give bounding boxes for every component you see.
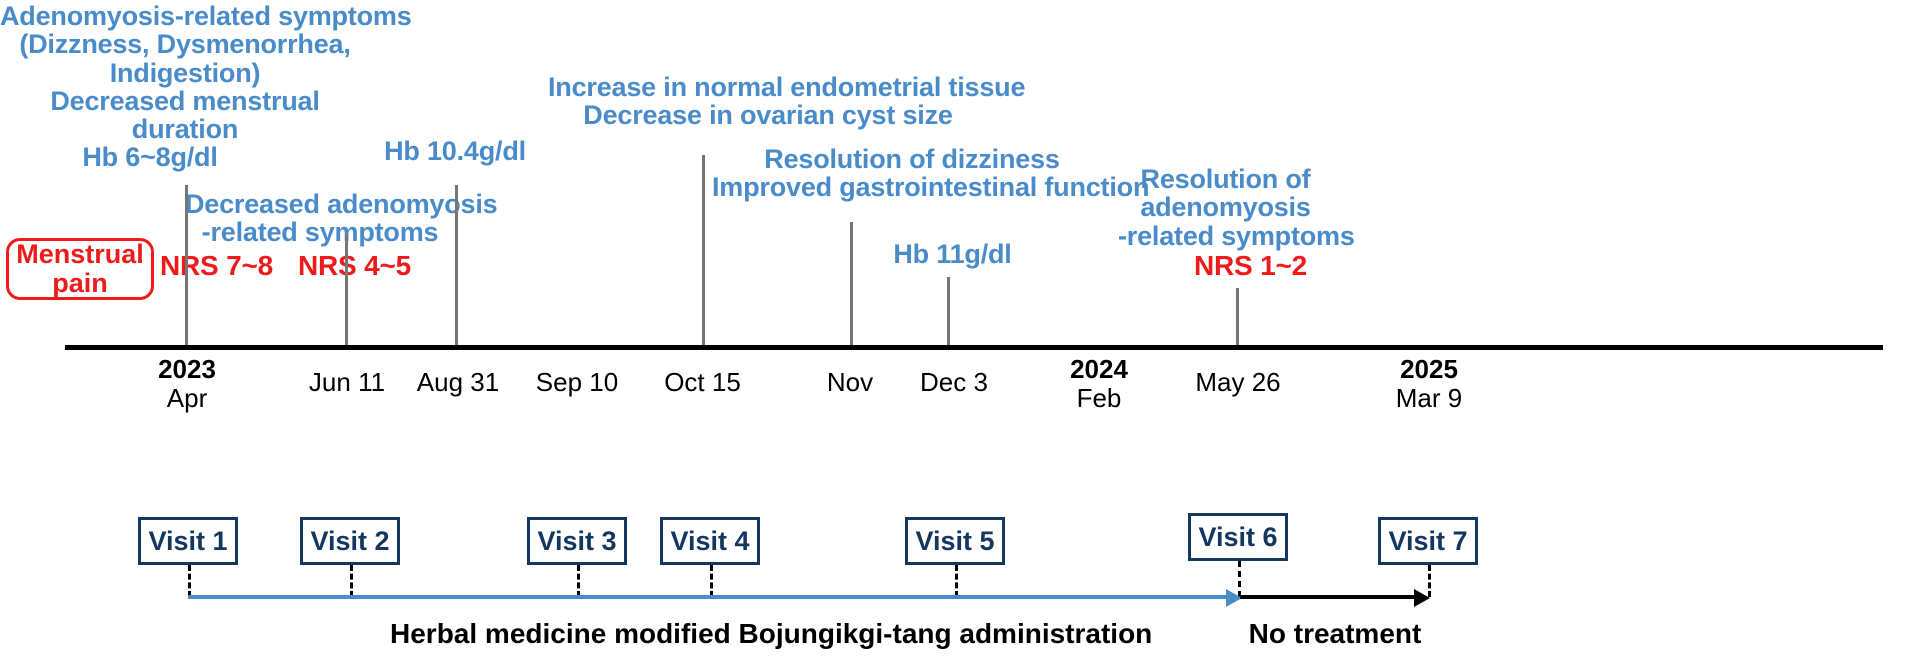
visit-box-3[interactable]: Visit 3 <box>527 517 627 565</box>
date-monthday-5: Nov <box>826 367 874 397</box>
visit-label-4: Visit 4 <box>670 525 750 556</box>
visit-box-4[interactable]: Visit 4 <box>660 517 760 565</box>
herbal-treatment-arrow-line <box>188 595 1226 599</box>
date-monthday-0: Apr <box>166 383 208 414</box>
herbal-treatment-caption: Herbal medicine modified Bojungikgi-tang… <box>390 618 1153 649</box>
timeline-axis <box>65 345 1883 350</box>
no-treatment-arrow-head <box>1414 589 1430 607</box>
menstrual-pain-line1: Menstrual <box>16 238 144 269</box>
date-label-8: May 26 <box>1178 367 1298 397</box>
nrs-label-visit1: NRS 7~8 <box>160 250 273 281</box>
annotation-visit1-symptoms: Adenomyosis-related symptoms (Dizzness, … <box>0 1 412 145</box>
drop-line-visit7 <box>1428 565 1431 597</box>
drop-line-visit3 <box>577 565 580 597</box>
date-monthday-9: Mar 9 <box>1395 383 1463 414</box>
herbal-treatment-arrow-head <box>1226 589 1242 607</box>
date-label-6: Dec 3 <box>900 367 1008 397</box>
date-label-9: 2025 Mar 9 <box>1370 354 1488 414</box>
visit-box-5[interactable]: Visit 5 <box>905 517 1005 565</box>
tick-line-visit2 <box>345 235 348 345</box>
date-label-7: 2024 Feb <box>1040 354 1158 414</box>
menstrual-pain-box: Menstrual pain <box>6 238 154 300</box>
drop-line-visit5 <box>955 565 958 597</box>
visit-label-3: Visit 3 <box>537 525 617 556</box>
tick-line-visit5 <box>947 277 950 345</box>
date-monthday-1: Jun 11 <box>308 367 386 397</box>
date-label-0: 2023 Apr <box>128 354 246 414</box>
date-monthday-4: Oct 15 <box>664 367 741 397</box>
menstrual-pain-line2: pain <box>52 268 108 298</box>
drop-line-visit6 <box>1238 561 1241 597</box>
drop-line-visit1 <box>188 565 191 597</box>
visit-box-2[interactable]: Visit 2 <box>300 517 400 565</box>
date-year-7: 2024 <box>1070 354 1128 384</box>
visit-label-7: Visit 7 <box>1388 525 1468 556</box>
visit-box-6[interactable]: Visit 6 <box>1188 513 1288 561</box>
annotation-visit5-hb: Hb 11g/dl <box>893 239 1012 269</box>
date-monthday-7: Feb <box>1076 383 1122 414</box>
visit-label-5: Visit 5 <box>915 525 995 556</box>
annotation-visit1-hb: Hb 6~8g/dl <box>82 142 218 172</box>
date-label-1: Jun 11 <box>288 367 406 397</box>
annotation-visit5-resolution: Resolution of dizziness Improved gastroi… <box>712 144 1150 203</box>
annotation-visit3-hb: Hb 10.4g/dl <box>384 136 526 166</box>
tick-line-dec3 <box>850 222 853 345</box>
date-label-5: Nov <box>800 367 900 397</box>
no-treatment-caption: No treatment <box>1248 618 1422 649</box>
tick-line-visit6 <box>1236 288 1239 345</box>
date-label-2: Aug 31 <box>398 367 518 397</box>
annotation-visit2-symptoms: Decreased adenomyosis -related symptoms <box>185 189 498 248</box>
date-label-4: Oct 15 <box>645 367 760 397</box>
tick-line-visit3 <box>455 185 458 345</box>
drop-line-visit4 <box>710 565 713 597</box>
nrs-label-visit6: NRS 1~2 <box>1194 250 1307 281</box>
nrs-label-visit2: NRS 4~5 <box>298 250 411 281</box>
date-monthday-8: May 26 <box>1195 367 1281 397</box>
annotation-visit4-imaging: Increase in normal endometrial tissue De… <box>548 72 1026 131</box>
date-monthday-6: Dec 3 <box>920 367 988 397</box>
drop-line-visit2 <box>350 565 353 597</box>
visit-box-7[interactable]: Visit 7 <box>1378 517 1478 565</box>
visit-label-1: Visit 1 <box>148 525 228 556</box>
annotation-visit6-resolution: Resolution of adenomyosis -related sympt… <box>1118 164 1355 251</box>
visit-label-6: Visit 6 <box>1198 521 1278 552</box>
date-year-0: 2023 <box>158 354 216 384</box>
visit-box-1[interactable]: Visit 1 <box>138 517 238 565</box>
no-treatment-arrow-line <box>1240 595 1414 599</box>
date-label-3: Sep 10 <box>518 367 636 397</box>
tick-line-visit1 <box>185 185 188 345</box>
tick-line-visit4 <box>702 155 705 345</box>
visit-label-2: Visit 2 <box>310 525 390 556</box>
date-year-9: 2025 <box>1400 354 1458 384</box>
date-monthday-2: Aug 31 <box>416 367 500 397</box>
date-monthday-3: Sep 10 <box>535 367 619 397</box>
